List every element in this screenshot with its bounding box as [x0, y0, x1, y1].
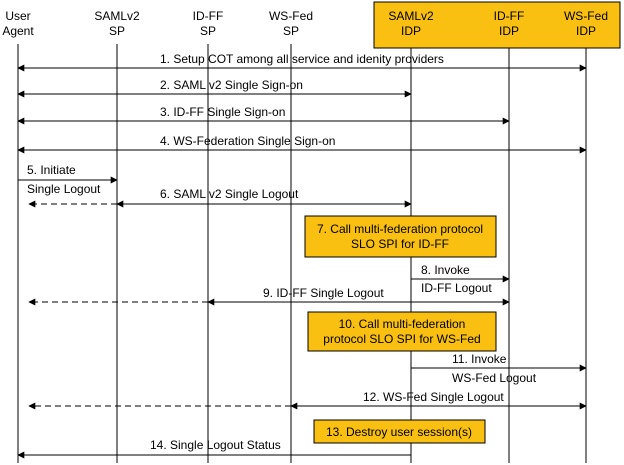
msg-1-label: 1. Setup COT among all service and ideni…: [160, 52, 444, 66]
msg-2-label: 2. SAML v2 Single Sign-on: [160, 78, 303, 92]
note-10-line2: protocol SLO SPI for WS-Fed: [323, 332, 480, 346]
msg-14-label: 14. Single Logout Status: [150, 438, 281, 452]
msg-5-label-line2: Single Logout: [27, 182, 101, 196]
participant-headers: User Agent SAMLv2 SP ID-FF SP WS-Fed SP …: [2, 9, 608, 38]
header-user-agent-line2: Agent: [2, 24, 34, 38]
msg-9-label: 9. ID-FF Single Logout: [263, 286, 384, 300]
note-7-box: [304, 215, 497, 258]
msg-11-label-line1: 11. Invoke: [452, 352, 507, 366]
header-wsfed-sp-line2: SP: [283, 24, 299, 38]
header-wsfed-idp-line2: IDP: [576, 24, 596, 38]
note-10-box: [307, 311, 497, 352]
msg-12-label: 12. WS-Fed Single Logout: [363, 390, 504, 404]
msg-3-label: 3. ID-FF Single Sign-on: [160, 105, 285, 119]
note-7-line1: 7. Call multi-federation protocol: [317, 222, 483, 236]
header-saml-sp-line2: SP: [109, 24, 125, 38]
msg-4-label: 4. WS-Federation Single Sign-on: [160, 134, 335, 148]
header-saml-sp-line1: SAMLv2: [94, 9, 140, 23]
header-saml-idp-line2: IDP: [401, 24, 421, 38]
header-wsfed-idp-line1: WS-Fed: [564, 9, 608, 23]
msg-6-label: 6. SAML v2 Single Logout: [160, 187, 299, 201]
header-idff-idp-line1: ID-FF: [494, 9, 525, 23]
header-idff-sp-line1: ID-FF: [193, 9, 224, 23]
msg-8-label-line2: ID-FF Logout: [421, 281, 492, 295]
header-idff-sp-line2: SP: [200, 24, 216, 38]
note-10-line1: 10. Call multi-federation: [339, 317, 466, 331]
header-saml-idp-line1: SAMLv2: [388, 9, 434, 23]
header-idff-idp-line2: IDP: [499, 24, 519, 38]
header-user-agent-line1: User: [5, 9, 30, 23]
idp-group-highlight: [373, 1, 621, 49]
note-7-line2: SLO SPI for ID-FF: [351, 237, 449, 251]
msg-5-label-line1: 5. Initiate: [27, 163, 76, 177]
msg-11-label-line2: WS-Fed Logout: [452, 371, 537, 385]
note-13-line1: 13. Destroy user session(s): [326, 425, 472, 439]
note-13-box: [313, 419, 486, 444]
msg-8-label-line1: 8. Invoke: [421, 263, 470, 277]
header-wsfed-sp-line1: WS-Fed: [269, 9, 313, 23]
